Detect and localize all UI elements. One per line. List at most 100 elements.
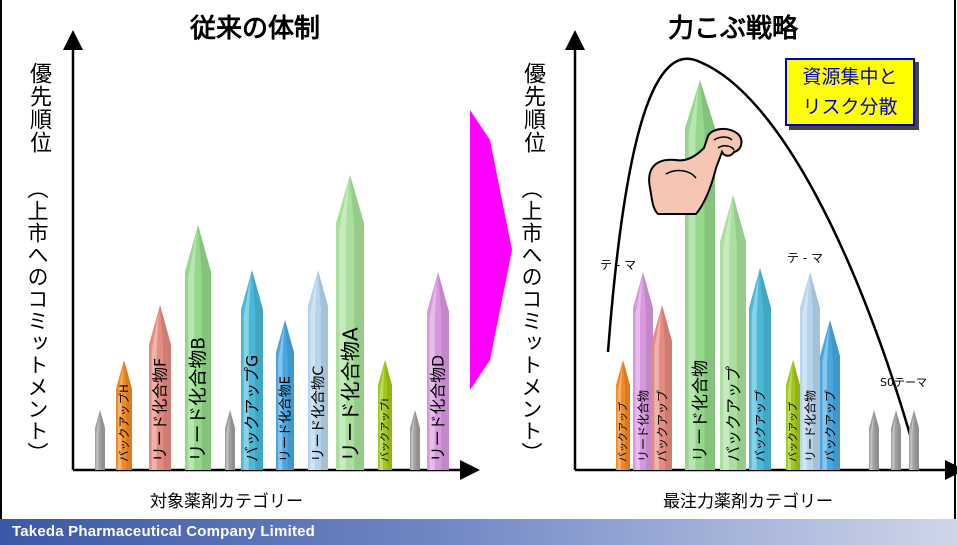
right-panel-title: 力こぶ戦略: [668, 14, 799, 44]
left-pencil-highlight: [188, 231, 197, 470]
left-pencil-9: リード化合物A: [336, 175, 364, 470]
right-pencil-label: リード化合物: [802, 390, 817, 462]
diagram-canvas: バックアップH リード化合物F リード化合物B バックアップG リード化合物E リード化合…: [63, 30, 957, 480]
left-pencil-label: リード化合物C: [310, 366, 327, 462]
right-y-label-commitment: （上市へのコミットメント）: [519, 178, 543, 464]
resource-concentration-callout: 資源集中と リスク分散: [785, 58, 915, 126]
right-pencil-label: バックアップ: [655, 390, 669, 462]
left-panel-title: 従来の体制: [190, 14, 321, 44]
right-pencil-shade: [623, 360, 630, 470]
left-pencil-shade: [285, 320, 294, 470]
left-pencil-highlight: [151, 311, 159, 470]
right-pencil-10: [869, 410, 879, 470]
left-y-label-priority: 優先順位: [26, 62, 51, 154]
right-pencil-highlight: [910, 416, 914, 470]
right-pencil-highlight: [787, 366, 793, 470]
left-pencil-shade: [438, 272, 449, 470]
left-pencil-1: [95, 410, 105, 470]
left-pencil-highlight: [411, 416, 415, 470]
right-pencil-12: [909, 410, 919, 470]
left-pencil-label: バックアップH: [117, 384, 131, 462]
right-pencil-8: リード化合物: [800, 272, 820, 470]
left-pencil-2: バックアップH: [116, 360, 132, 470]
left-pencil-3: リード化合物F: [149, 305, 171, 470]
left-pencil-label: バックアップI: [380, 399, 392, 462]
right-pencil-shade: [914, 410, 919, 470]
left-x-label: 対象薬剤カテゴリー: [150, 492, 303, 512]
theme-label-so: S0テーマ: [880, 376, 927, 389]
flexed-arm-icon: [648, 128, 743, 215]
transition-arrow: [470, 110, 512, 390]
right-pencil-highlight: [635, 278, 642, 470]
right-pencil-shade: [733, 195, 746, 470]
left-pencil-11: [410, 410, 420, 470]
left-pencil-shade: [230, 410, 235, 470]
slide-border-right: [954, 0, 956, 519]
left-pencil-highlight: [117, 366, 124, 470]
right-pencil-highlight: [751, 274, 759, 470]
left-pencil-label: リード化合物A: [338, 327, 362, 462]
left-pencil-shade: [350, 175, 364, 470]
right-pencil-6: バックアップ: [749, 268, 771, 470]
theme-label-left: テ - マ: [600, 258, 636, 272]
left-pencil-highlight: [243, 276, 251, 470]
left-pencil-highlight: [379, 366, 385, 470]
right-pencil-shade: [793, 360, 800, 470]
left-pencil-shade: [124, 360, 132, 470]
right-pencil-label: リード化合物: [635, 390, 650, 462]
right-x-label: 最注力薬剤カテゴリー: [663, 492, 833, 512]
left-pencil-8: リード化合物C: [308, 270, 328, 470]
right-pencil-shade: [810, 272, 820, 470]
left-pencil-shade: [318, 270, 328, 470]
right-pencil-shade: [760, 268, 771, 470]
left-pencil-shade: [385, 360, 392, 470]
left-pencil-shade: [198, 225, 211, 470]
right-pencil-highlight: [723, 201, 732, 470]
left-pencil-label: バックアップG: [243, 355, 262, 462]
left-y-label-commitment: （上市へのコミットメント）: [25, 178, 49, 464]
right-pencil-highlight: [802, 278, 809, 470]
right-pencil-highlight: [892, 416, 896, 470]
left-pencil-shade: [415, 410, 420, 470]
left-pencil-10: バックアップI: [378, 360, 392, 470]
right-pencil-label: バックアップ: [788, 402, 800, 462]
slide-border-left: [0, 0, 2, 519]
left-pencil-shade: [100, 410, 105, 470]
theme-label-right: テ - マ: [787, 251, 823, 265]
left-pencil-12: リード化合物D: [427, 272, 449, 470]
right-pencil-shade: [830, 320, 840, 470]
right-pencil-label: バックアップ: [618, 402, 630, 462]
left-pencil-highlight: [226, 416, 230, 470]
right-pencil-1: バックアップ: [616, 360, 630, 470]
left-pencil-label: リード化合物E: [279, 376, 294, 462]
left-pencil-5: [225, 410, 235, 470]
left-pencil-6: バックアップG: [241, 270, 263, 470]
left-pencil-highlight: [310, 276, 317, 470]
right-pencil-label: バックアップ: [753, 390, 767, 462]
right-pencil-2: リード化合物: [633, 272, 653, 470]
right-pencil-highlight: [822, 326, 829, 470]
right-pencil-label: リード化合物: [691, 360, 711, 462]
right-pencil-shade: [874, 410, 879, 470]
callout-line-1: 資源集中と: [802, 66, 898, 88]
left-pencil-shade: [252, 270, 263, 470]
right-pencil-3: バックアップ: [652, 305, 672, 470]
left-pencil-highlight: [96, 416, 100, 470]
right-pencil-shade: [643, 272, 653, 470]
left-pencil-highlight: [339, 181, 349, 470]
callout-line-2: リスク分散: [802, 96, 898, 118]
right-pencil-7: バックアップ: [786, 360, 800, 470]
right-pencil-highlight: [617, 366, 623, 470]
company-name: Takeda Pharmaceutical Company Limited: [12, 523, 316, 540]
footer-bar: Takeda Pharmaceutical Company Limited: [0, 519, 957, 545]
right-pencil-label: バックアップ: [724, 366, 743, 462]
left-pencil-label: リード化合物B: [189, 337, 210, 462]
left-pencil-7: リード化合物E: [276, 320, 294, 470]
right-pencil-shade: [896, 410, 901, 470]
right-pencil-label: バックアップ: [823, 390, 837, 462]
left-pencil-highlight: [429, 278, 437, 470]
right-y-label-priority: 優先順位: [520, 62, 545, 154]
right-pencil-shade: [662, 305, 672, 470]
right-pencil-5: バックアップ: [720, 195, 746, 470]
